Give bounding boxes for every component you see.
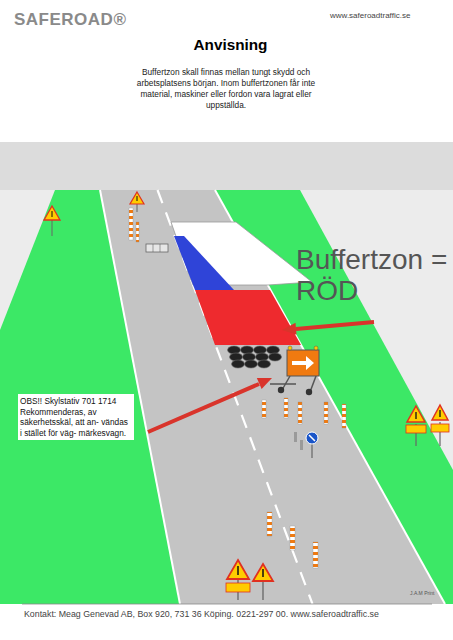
warning-symbol <box>137 196 138 201</box>
warning-sign <box>130 192 144 204</box>
leader-arrowhead <box>282 323 297 335</box>
sign-stand-wheel <box>278 387 284 393</box>
marker-post <box>262 400 266 418</box>
sign-plate <box>406 425 426 433</box>
center-line <box>158 190 313 604</box>
marker-post <box>324 402 328 424</box>
leader-arrow <box>148 384 259 432</box>
ground <box>0 142 453 604</box>
leader-arrow <box>296 322 374 329</box>
footer-contact: Kontakt: Meag Genevad AB, Box 920, 731 3… <box>24 609 379 620</box>
warning-lamp <box>314 346 318 350</box>
barrier-gate-bar <box>160 244 161 252</box>
sign-pole <box>52 220 53 236</box>
note-text: OBS!! Skylstativ 701 1714 Rekommenderas,… <box>18 394 134 440</box>
marker-post <box>290 526 295 550</box>
tire <box>267 346 280 354</box>
url: www.saferoadtraffic.se <box>330 11 410 21</box>
sign-stand-bar <box>270 383 296 385</box>
arrow-sign-symbol <box>292 356 314 370</box>
warning-sign <box>253 564 273 581</box>
tire <box>256 353 269 361</box>
warning-symbol <box>237 566 239 575</box>
marker-post <box>298 402 302 424</box>
marker-post <box>136 222 139 242</box>
tire <box>245 360 258 368</box>
arrow-sign-board <box>287 350 319 376</box>
tire <box>241 346 254 354</box>
bollard <box>300 440 303 450</box>
warning-symbol <box>262 569 264 577</box>
tire <box>232 360 245 368</box>
warning-symbol <box>439 410 440 417</box>
sign-pole <box>262 582 263 600</box>
taper-zone <box>174 236 234 290</box>
watermark: J.A.M Print <box>410 590 434 596</box>
bollard <box>294 432 297 442</box>
logo: SAFEROAD® <box>14 10 126 30</box>
sign-stand-wheel <box>306 389 312 395</box>
horizon-band <box>0 142 453 190</box>
keep-side-sign <box>306 432 318 444</box>
barrier-gate-bar <box>153 244 154 252</box>
buffer-zone <box>195 290 301 345</box>
tire <box>228 346 241 354</box>
marker-post <box>284 398 288 418</box>
page-title: Anvisning <box>4 36 453 54</box>
marker-post <box>313 542 318 568</box>
warning-symbol <box>415 412 416 419</box>
sign-plate <box>226 583 250 592</box>
warning-sign <box>407 406 425 422</box>
warning-sign <box>227 560 249 579</box>
sign-plate <box>431 424 449 432</box>
tire <box>258 360 271 368</box>
tire <box>243 353 256 361</box>
tire <box>230 353 243 361</box>
marker-post <box>342 404 346 428</box>
tire <box>269 353 282 361</box>
marker-post <box>267 512 272 536</box>
warning-symbol <box>52 211 53 217</box>
marker-post <box>129 208 133 240</box>
keep-side-arrow <box>309 435 315 441</box>
footer-rule <box>22 604 432 605</box>
warning-lamp <box>288 346 292 350</box>
warning-sign <box>44 206 60 220</box>
tire <box>254 346 267 354</box>
leader-arrowhead <box>257 378 272 389</box>
barrier-gate <box>146 244 168 252</box>
instruction-text: Buffertzon skall finnas mellan tungt sky… <box>126 67 326 111</box>
zone-label: Buffertzon = RÖD <box>296 244 448 306</box>
warning-sign <box>432 405 448 420</box>
